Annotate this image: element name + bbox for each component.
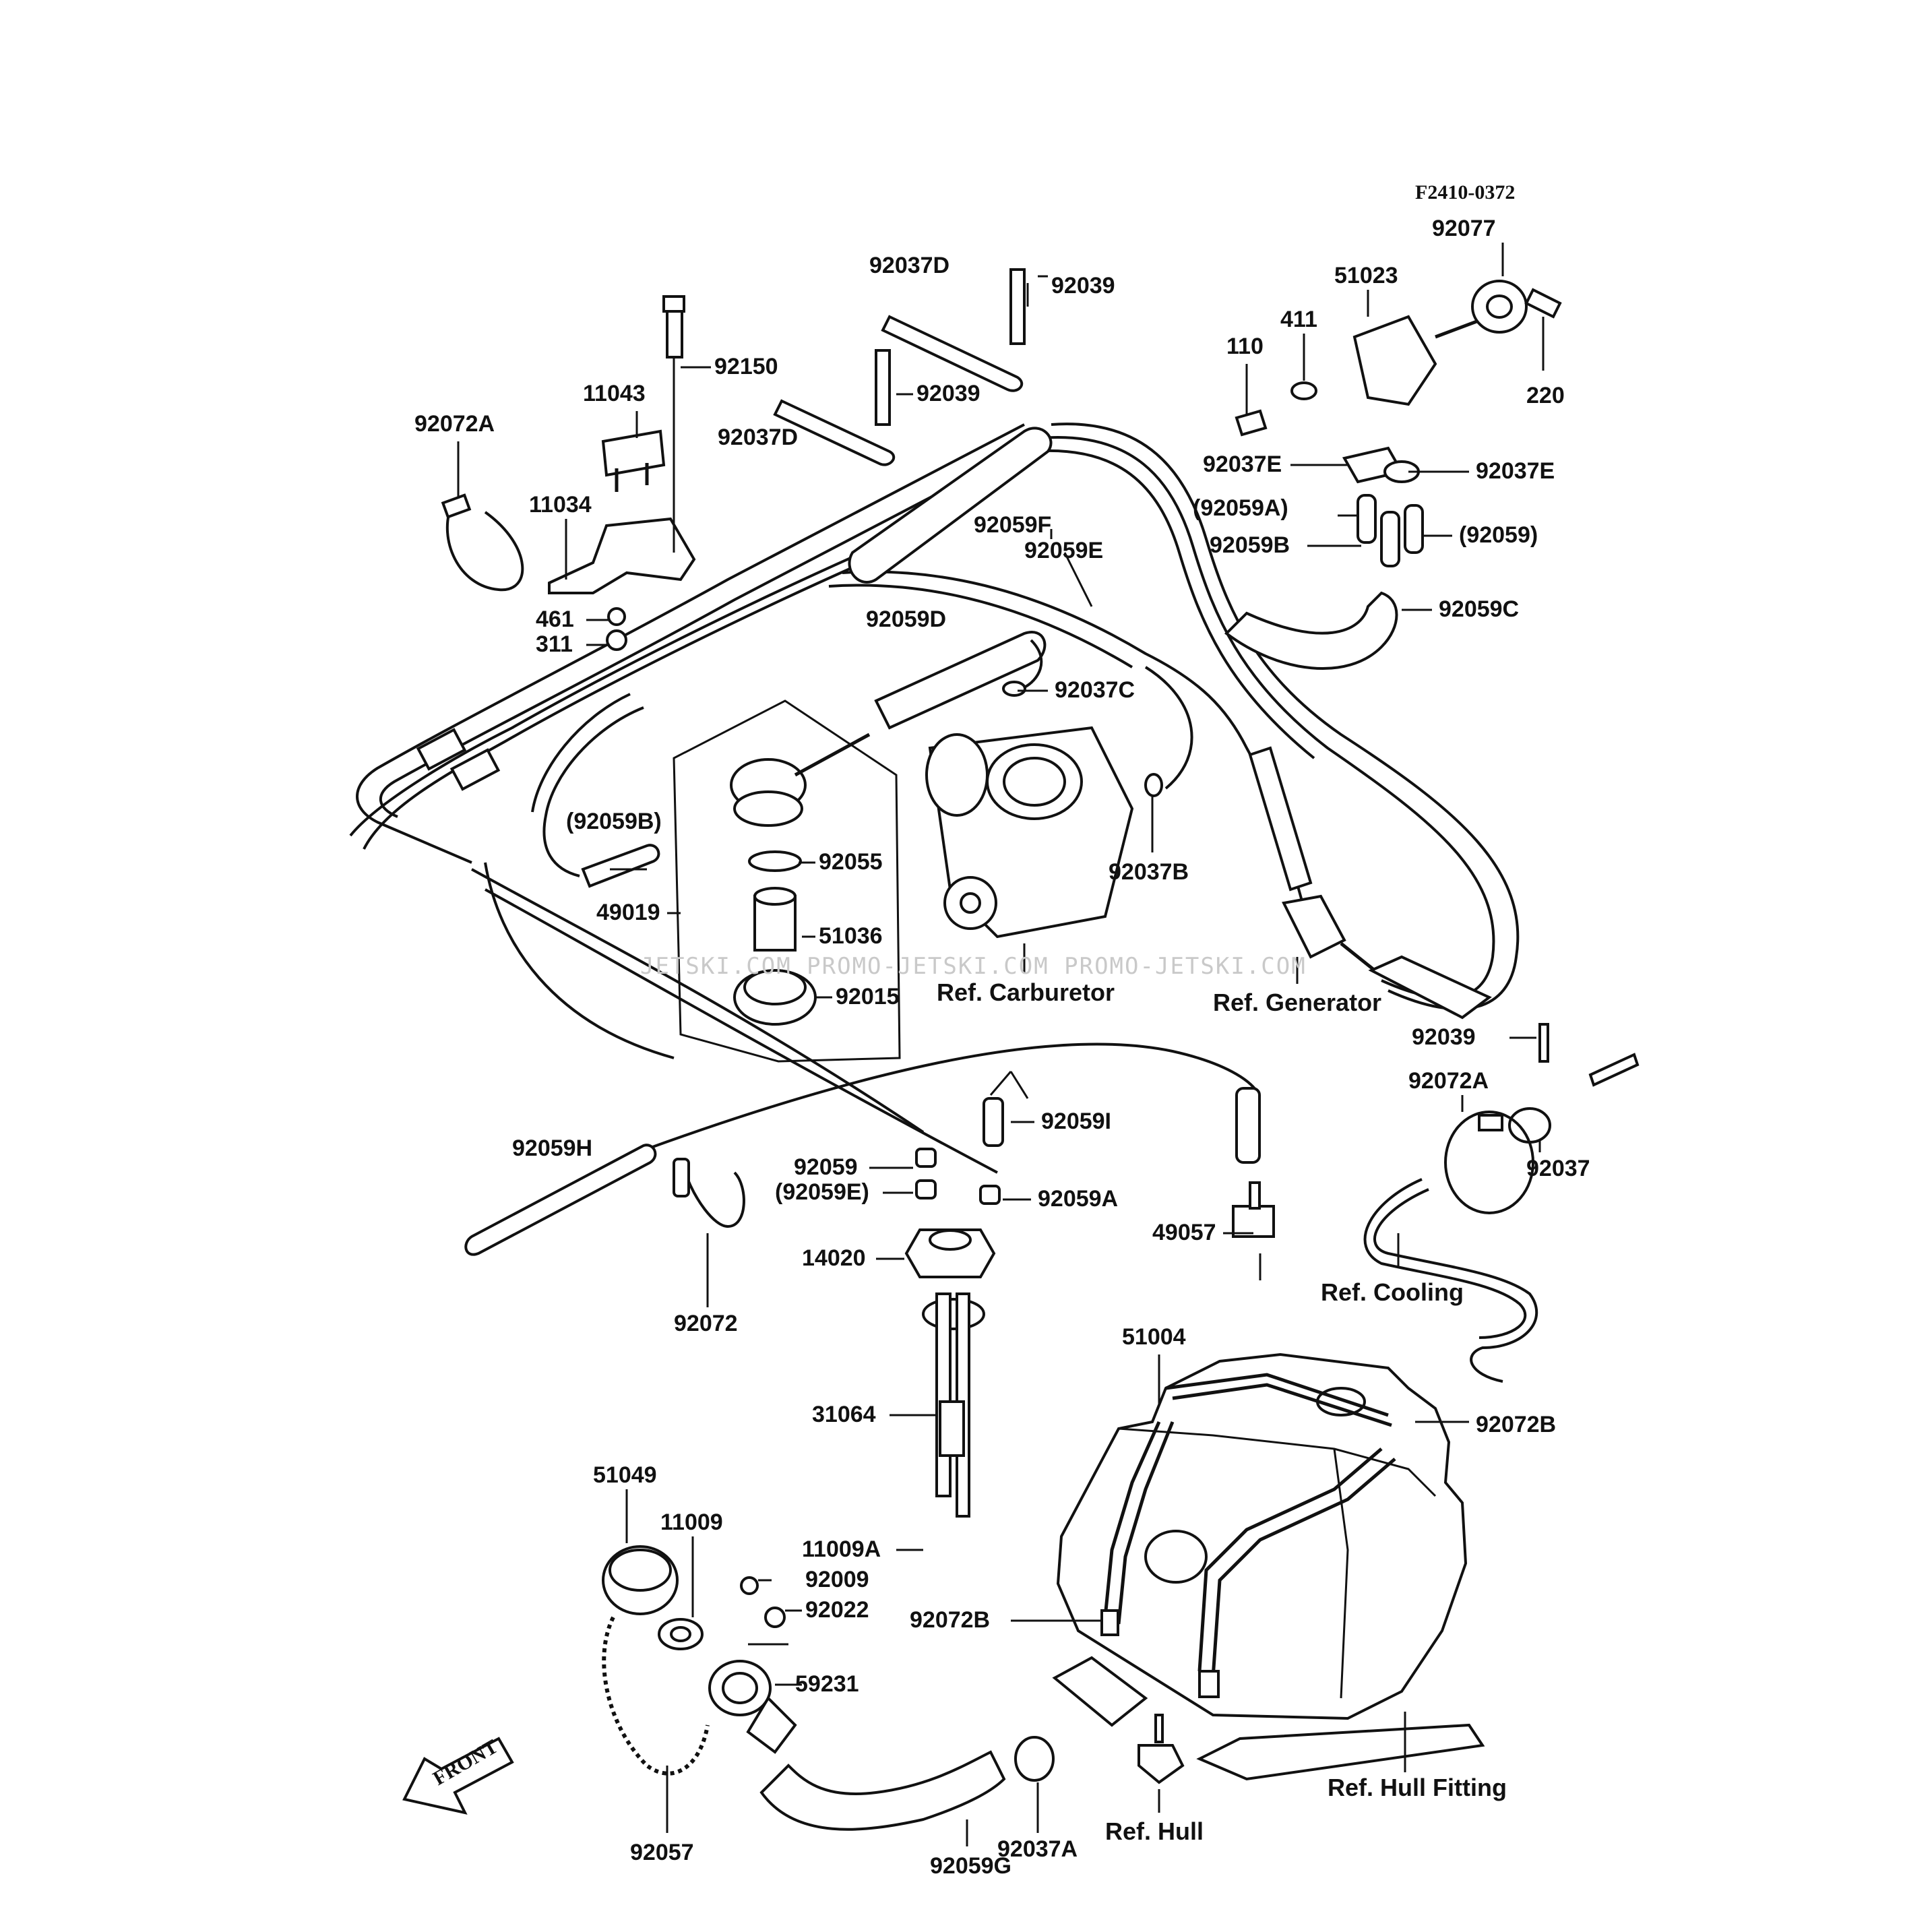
label-92037d-top: 92037D (869, 253, 949, 278)
leader-lines (457, 243, 1545, 1846)
label-92037e-left: 92037E (1203, 451, 1282, 477)
label-461: 461 (536, 606, 574, 632)
label-92037a: 92037A (997, 1836, 1078, 1862)
filler-assembly (602, 1545, 1185, 1831)
label-92059e: 92059E (1024, 538, 1103, 563)
label-92037c: 92037C (1055, 677, 1135, 703)
label-11009a: 11009A (802, 1536, 881, 1562)
label-92059b-paren: (92059B) (566, 809, 662, 834)
label-51036: 51036 (819, 923, 883, 949)
diagram-code: F2410-0372 (1415, 181, 1515, 204)
label-92037d-mid: 92037D (718, 425, 798, 450)
label-411: 411 (1280, 307, 1317, 332)
carburetor (925, 726, 1134, 939)
label-92037: 92037 (1526, 1156, 1590, 1181)
label-92072a-left: 92072A (414, 411, 495, 437)
label-92059-paren: (92059) (1459, 522, 1538, 548)
label-92072a-right: 92072A (1408, 1068, 1489, 1094)
part-labels: 92037D 92039 92150 11043 92039 92037D 92… (414, 216, 1590, 1879)
label-92072b-left: 92072B (910, 1607, 990, 1633)
label-92055: 92055 (819, 849, 883, 875)
label-92059h: 92059H (512, 1135, 592, 1161)
label-92059c: 92059C (1439, 596, 1519, 622)
small-fittings (464, 1087, 1275, 1256)
bracket-11034 (548, 295, 696, 651)
ref-generator: Ref. Generator (1213, 989, 1381, 1016)
label-92059: 92059 (794, 1154, 858, 1180)
label-51004: 51004 (1122, 1324, 1186, 1350)
cooling-group (1363, 1023, 1640, 1383)
label-92072b-right: 92072B (1476, 1412, 1556, 1437)
label-92072: 92072 (674, 1311, 738, 1336)
fuel-tank (1052, 1352, 1485, 1781)
label-92059g: 92059G (930, 1853, 1011, 1879)
label-92059b: 92059B (1210, 532, 1290, 558)
label-220: 220 (1526, 383, 1565, 408)
label-92009: 92009 (805, 1567, 869, 1592)
label-92059a: 92059A (1038, 1186, 1118, 1212)
label-49019: 49019 (596, 900, 660, 925)
ref-carburetor: Ref. Carburetor (937, 978, 1115, 1006)
label-110: 110 (1226, 334, 1264, 359)
label-59231: 59231 (795, 1671, 859, 1697)
clamp-92072 (673, 1158, 745, 1228)
fuel-filter-assembly (673, 699, 901, 1063)
label-92022: 92022 (805, 1597, 869, 1623)
label-11043: 11043 (583, 381, 646, 406)
ref-hull-fitting: Ref. Hull Fitting (1328, 1774, 1507, 1801)
label-11034: 11034 (529, 492, 592, 518)
label-92037e-right: 92037E (1476, 458, 1555, 484)
label-31064: 31064 (812, 1402, 876, 1427)
label-92037b: 92037B (1109, 859, 1189, 885)
fuel-gauge-assembly (904, 1228, 996, 1518)
clamp-92072a-left (441, 493, 524, 592)
label-92059e-paren: (92059E) (775, 1179, 869, 1205)
label-92039-mid: 92039 (916, 381, 980, 406)
label-92039-right: 92039 (1412, 1024, 1476, 1050)
label-92077: 92077 (1432, 216, 1496, 241)
watermark: JETSKI.COM PROMO-JETSKI.COM PROMO-JETSKI… (640, 953, 1307, 980)
label-49057: 49057 (1152, 1220, 1216, 1245)
ref-cooling: Ref. Cooling (1321, 1278, 1464, 1306)
label-311: 311 (536, 631, 573, 657)
main-hose-loop (349, 423, 1520, 1174)
fuel-pump-51023 (1235, 280, 1562, 567)
label-92059d: 92059D (866, 606, 946, 632)
label-92039-top: 92039 (1051, 273, 1115, 299)
ref-hull: Ref. Hull (1105, 1817, 1204, 1845)
label-92057: 92057 (630, 1840, 694, 1865)
label-14020: 14020 (802, 1245, 866, 1271)
label-92059a-paren: (92059A) (1193, 495, 1288, 521)
label-92150: 92150 (714, 354, 778, 379)
hose-92059d (874, 631, 1193, 797)
label-92059i: 92059I (1041, 1109, 1111, 1134)
strap-92037d-top (773, 268, 1026, 466)
label-92059f: 92059F (974, 512, 1051, 538)
reference-labels: Ref. Carburetor Ref. Generator Ref. Cool… (937, 978, 1507, 1845)
hose-92059b-loop (531, 693, 660, 888)
label-11009: 11009 (660, 1509, 723, 1535)
front-arrow-icon: FRONT (402, 1735, 514, 1815)
label-92015: 92015 (836, 984, 900, 1009)
label-51023: 51023 (1334, 263, 1398, 288)
label-51049: 51049 (593, 1462, 657, 1488)
generator-fitting (1248, 746, 1492, 1020)
